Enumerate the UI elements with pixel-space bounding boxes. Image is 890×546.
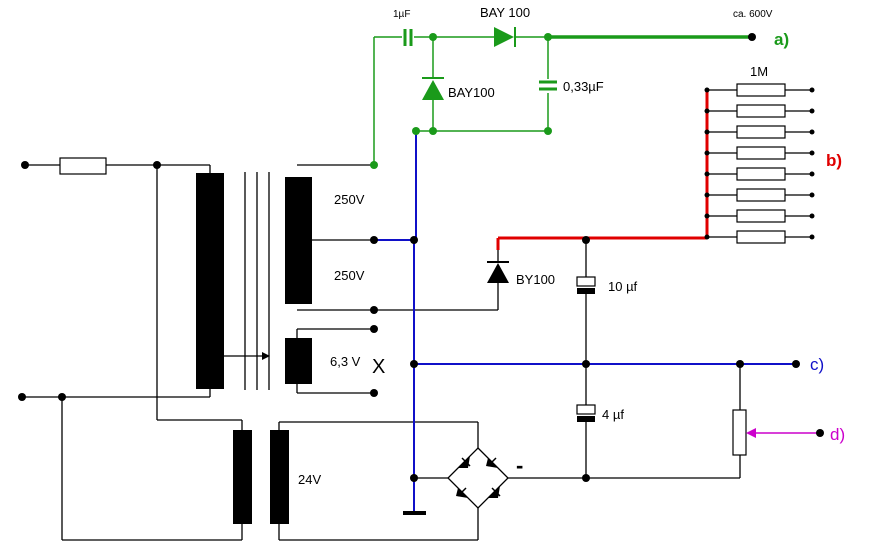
output-label-d: d) bbox=[830, 425, 845, 444]
label-marker-x: X bbox=[372, 356, 385, 378]
label-winding-6v3: 6,3 V bbox=[330, 354, 361, 369]
label-winding-24v: 24V bbox=[298, 472, 321, 487]
junction-dots-green bbox=[370, 33, 552, 169]
output-label-b: b) bbox=[826, 151, 842, 170]
green-circuit bbox=[373, 36, 549, 165]
ground-bar bbox=[403, 511, 426, 515]
output-label-a: a) bbox=[774, 30, 789, 49]
secondary-winding-6v3 bbox=[285, 338, 312, 384]
capacitor-10uf bbox=[576, 276, 596, 294]
label-cap-1uf: 1µF bbox=[393, 9, 410, 20]
bridge-rectifier bbox=[447, 447, 509, 509]
label-winding-250v-b: 250V bbox=[334, 268, 365, 283]
winding-24v-secondary bbox=[270, 430, 289, 524]
mains-wiring bbox=[22, 164, 741, 541]
wiper-arrow-icon bbox=[262, 352, 270, 360]
secondary-winding-250v bbox=[285, 177, 312, 304]
blue-rail bbox=[374, 131, 796, 512]
diode-by100 bbox=[487, 263, 509, 283]
junction-dots-black bbox=[18, 33, 824, 482]
label-diode-by100: BY100 bbox=[516, 272, 555, 287]
label-minus-sign: - bbox=[516, 453, 523, 478]
primary-winding bbox=[196, 173, 224, 389]
resistor-terminals bbox=[704, 87, 815, 240]
label-cap-10uf: 10 µf bbox=[608, 279, 638, 294]
label-voltage-600v: ca. 600V bbox=[733, 9, 773, 20]
potentiometer bbox=[732, 409, 747, 456]
label-diode-bay100-vertical: BAY100 bbox=[448, 85, 495, 100]
diode-bay100-horizontal bbox=[494, 27, 514, 47]
capacitor-4uf bbox=[576, 404, 596, 422]
label-cap-4uf: 4 µf bbox=[602, 407, 624, 422]
pot-wiper-arrow-icon bbox=[746, 428, 756, 438]
red-circuit bbox=[496, 90, 709, 250]
label-cap-033uf: 0,33µF bbox=[563, 79, 604, 94]
label-diode-bay100-top: BAY 100 bbox=[480, 5, 530, 20]
label-resistor-1m: 1M bbox=[750, 64, 768, 79]
resistor-ladder-1m bbox=[707, 83, 812, 244]
diode-bay100-vertical bbox=[422, 80, 444, 100]
label-winding-250v-a: 250V bbox=[334, 192, 365, 207]
winding-24v-primary bbox=[233, 430, 252, 524]
output-label-c: c) bbox=[810, 355, 824, 374]
fuse bbox=[59, 157, 107, 175]
